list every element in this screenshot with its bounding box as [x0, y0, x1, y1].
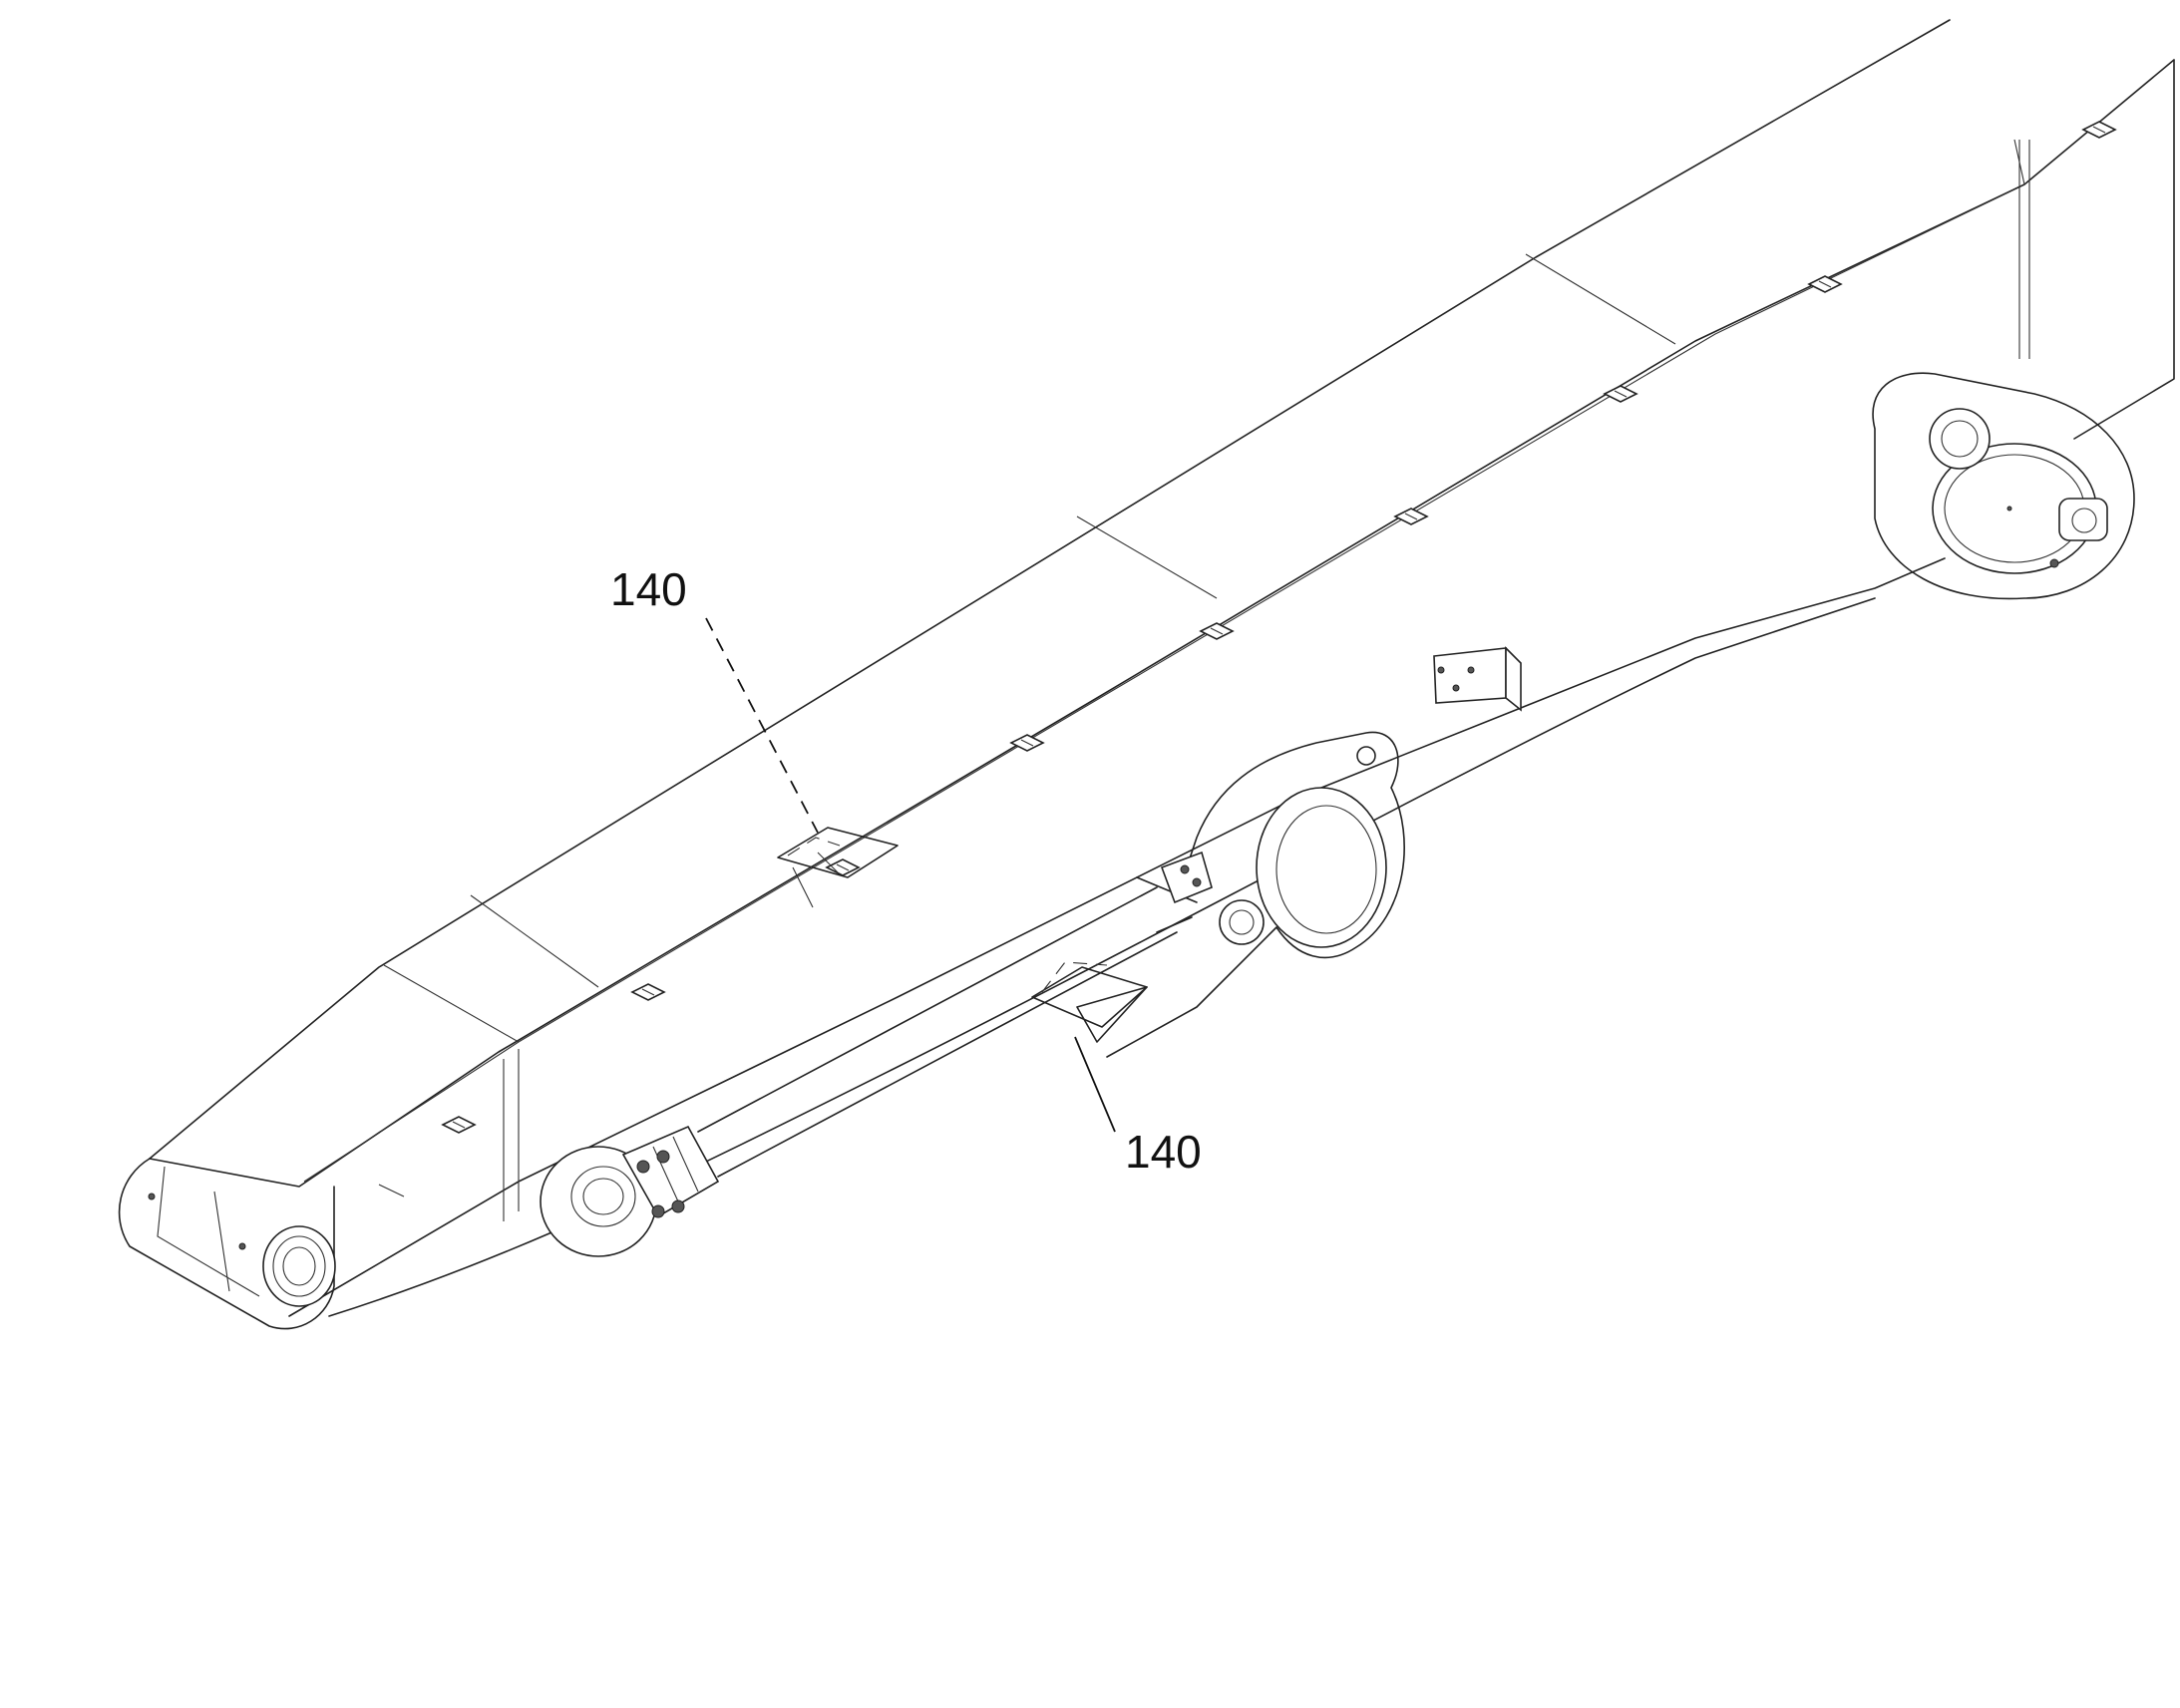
item-140-lower [1031, 961, 1148, 1133]
side-lugs [441, 121, 2117, 1134]
boom-nose [118, 1158, 405, 1330]
item-140-upper [705, 617, 899, 908]
boom-foot-hub [1872, 372, 2135, 600]
side-block [1433, 646, 1522, 712]
reference-numeral-lower: 140 [1125, 1126, 1202, 1178]
hydraulic-cylinder [540, 876, 1198, 1257]
reference-numeral-upper: 140 [610, 563, 687, 615]
boom-body [149, 19, 2175, 1317]
mounting-bracket [1106, 731, 1405, 1058]
